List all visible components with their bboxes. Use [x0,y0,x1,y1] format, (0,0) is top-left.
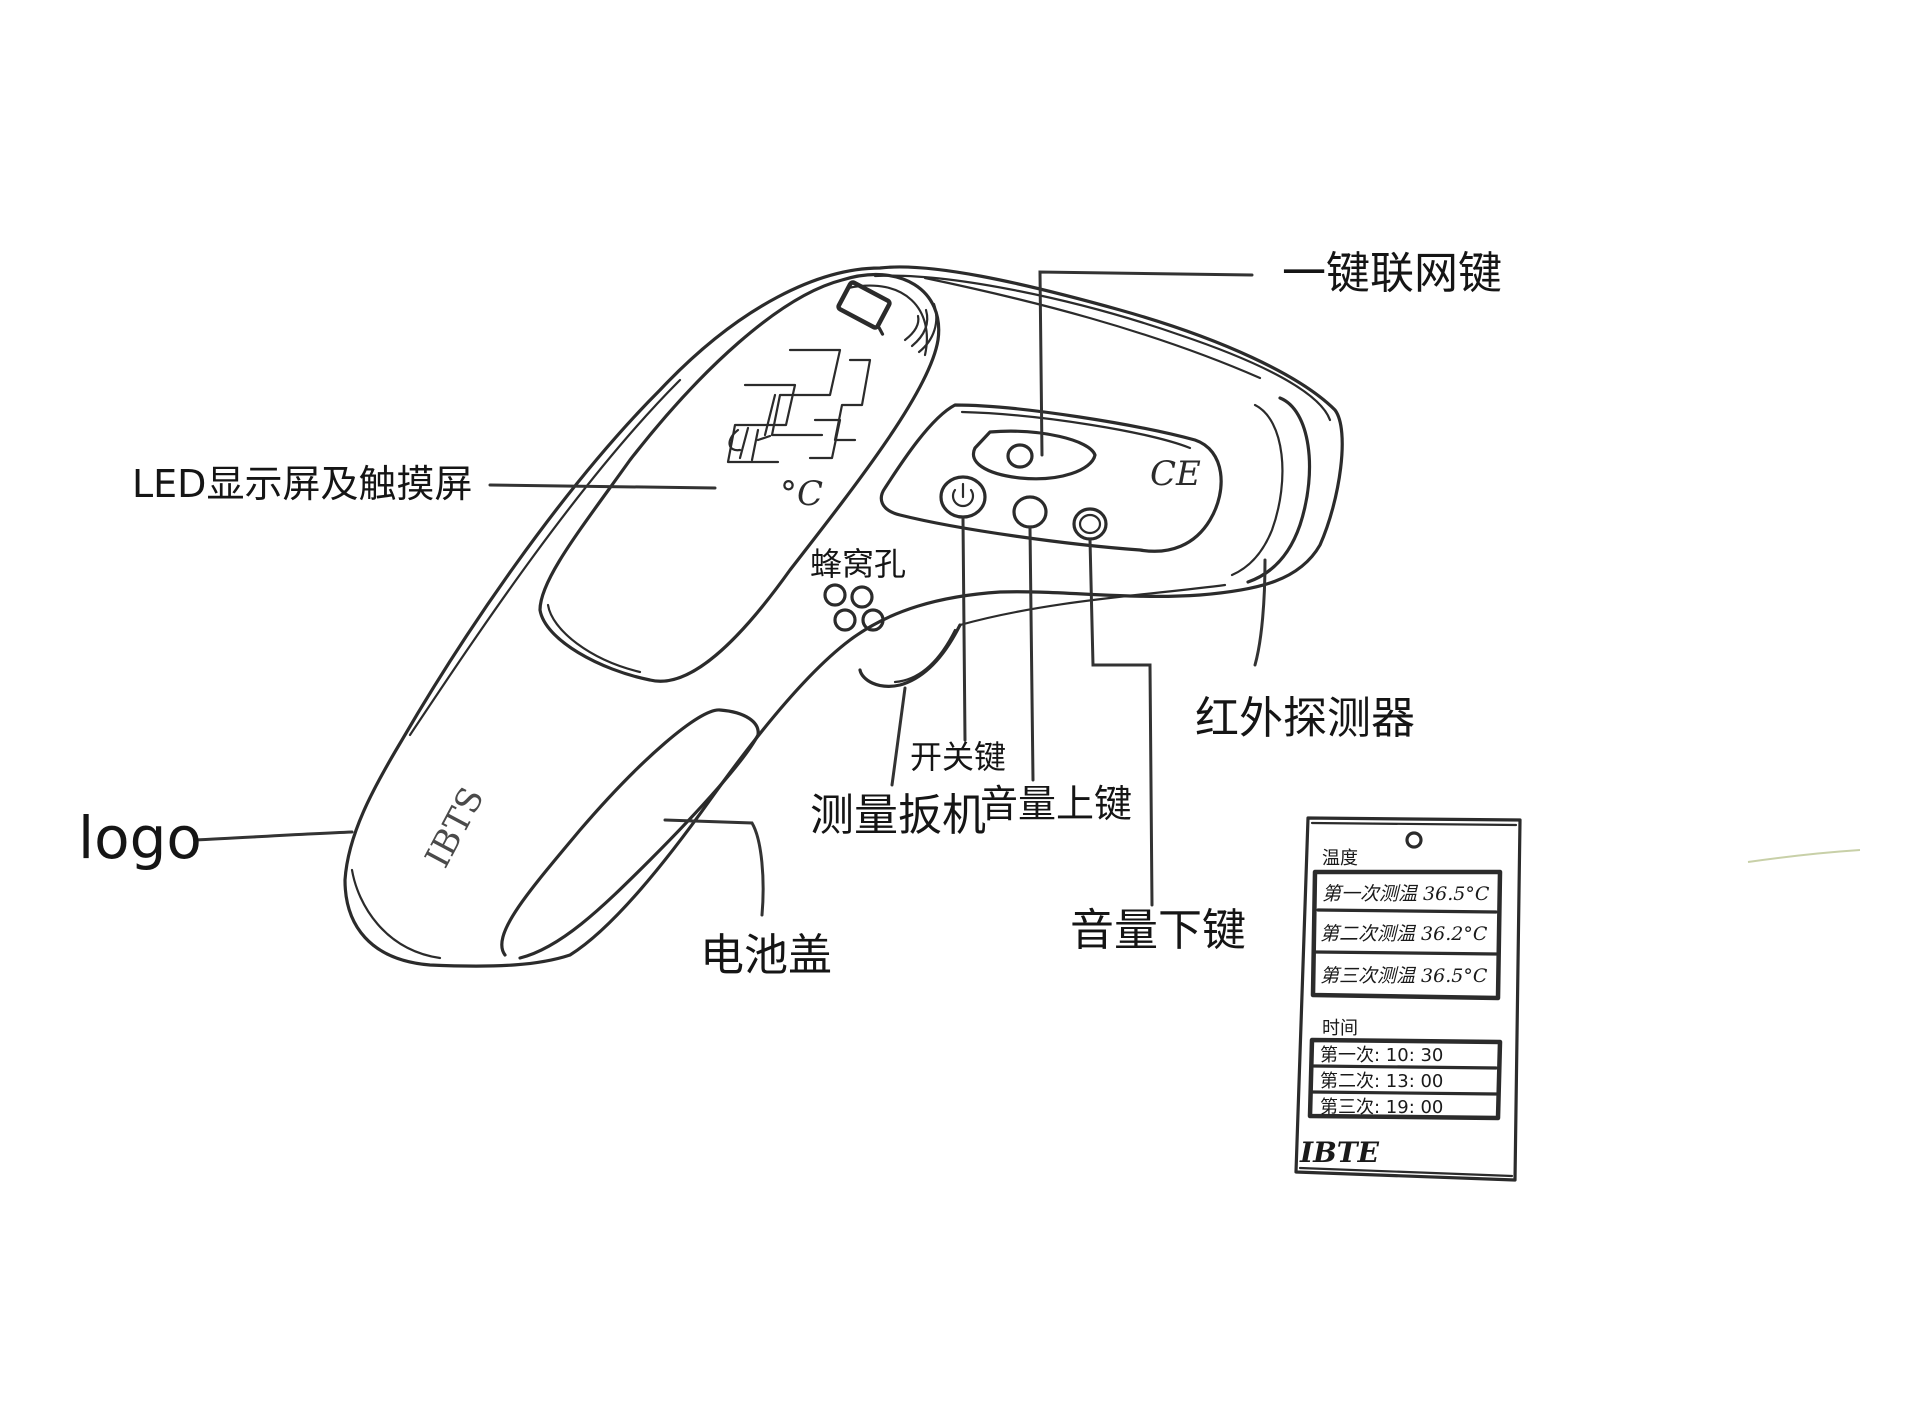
battery-icon [836,280,892,336]
volume-down-key [1072,507,1108,541]
led-screen-frame-pass [546,284,928,674]
label-volume-up: 音量上键 [980,782,1132,826]
device-body: °C CE [343,265,1344,968]
phone-frame-pass [1298,821,1518,1178]
phone-frame [1294,816,1522,1182]
phone-time-heading: 时间 [1322,1018,1358,1039]
callout-labels: 一键联网键 LED显示屏及触摸屏 蜂窝孔 红外探测器 开关键 测量扳机 音量上键… [78,248,1502,981]
phone-time-row-2: 第二次: 13: 00 [1320,1071,1443,1092]
label-trigger: 测量扳机 [810,790,986,841]
led-scribble [728,426,772,462]
brand-logo: IBTS [418,781,493,874]
wifi-icon [903,302,938,354]
label-honeycomb: 蜂窝孔 [810,545,906,583]
body-outline [343,265,1344,968]
trigger-pass [893,628,957,684]
leader-ir-detector [1253,558,1267,667]
phone-temp-heading: 温度 [1322,848,1358,869]
label-ir-detector: 红外探测器 [1195,693,1415,744]
phone-time-row-1: 第一次: 10: 30 [1320,1045,1443,1066]
trigger [858,623,962,688]
power-icon [951,482,975,508]
network-key [971,429,1097,481]
detector-ring [1246,396,1312,584]
label-power-key: 开关键 [910,738,1006,776]
label-network-key: 一键联网键 [1282,248,1502,299]
volume-up-key [1012,495,1048,529]
leader-trigger [890,686,907,787]
detector-ring-inner [1230,403,1284,577]
leader-volume-up [1028,526,1035,782]
label-battery-cover: 电池盖 [700,930,832,981]
leader-led-screen [488,483,717,490]
phone-temp-row-3: 第三次测温 36.5°C [1320,965,1488,987]
led-screen-frame [538,272,941,683]
phone-temp-box [1310,869,1503,1001]
head-underside [958,583,1227,627]
label-led-screen: LED显示屏及触摸屏 [132,462,472,506]
phone-temp-row-2: 第二次测温 36.2°C [1320,923,1488,945]
phone-time-box [1307,1037,1503,1121]
led-digits [726,348,872,464]
leader-logo [193,830,354,842]
button-panel [879,403,1223,553]
phone-temp-row-1: 第一次测温 36.5°C [1322,883,1490,905]
label-logo: logo [78,804,202,872]
phone-camera [1405,831,1423,849]
phone-footer-brand: IBTE [1299,1136,1380,1169]
honeycomb-holes [823,583,885,632]
leader-lines [193,270,1267,917]
phone-time-row-3: 第三次: 19: 00 [1320,1097,1443,1118]
button-panel-pass [960,410,1192,450]
leader-volume-down [1088,538,1154,907]
power-key [939,475,987,519]
stray-stroke [1747,849,1861,863]
ce-mark: CE [1150,454,1201,494]
led-unit: °C [780,474,823,514]
leader-battery-cover [663,818,765,917]
phone-app-sketch: 温度 第一次测温 36.5°C 第二次测温 36.2°C 第三次测温 36.5°… [1294,816,1522,1182]
head-top-edge [923,276,1262,380]
body-outline-pass [350,274,1332,960]
label-volume-down: 音量下键 [1070,905,1246,956]
leader-power-key [961,517,967,742]
leader-network-key [1038,270,1254,457]
battery-cover [500,708,760,960]
